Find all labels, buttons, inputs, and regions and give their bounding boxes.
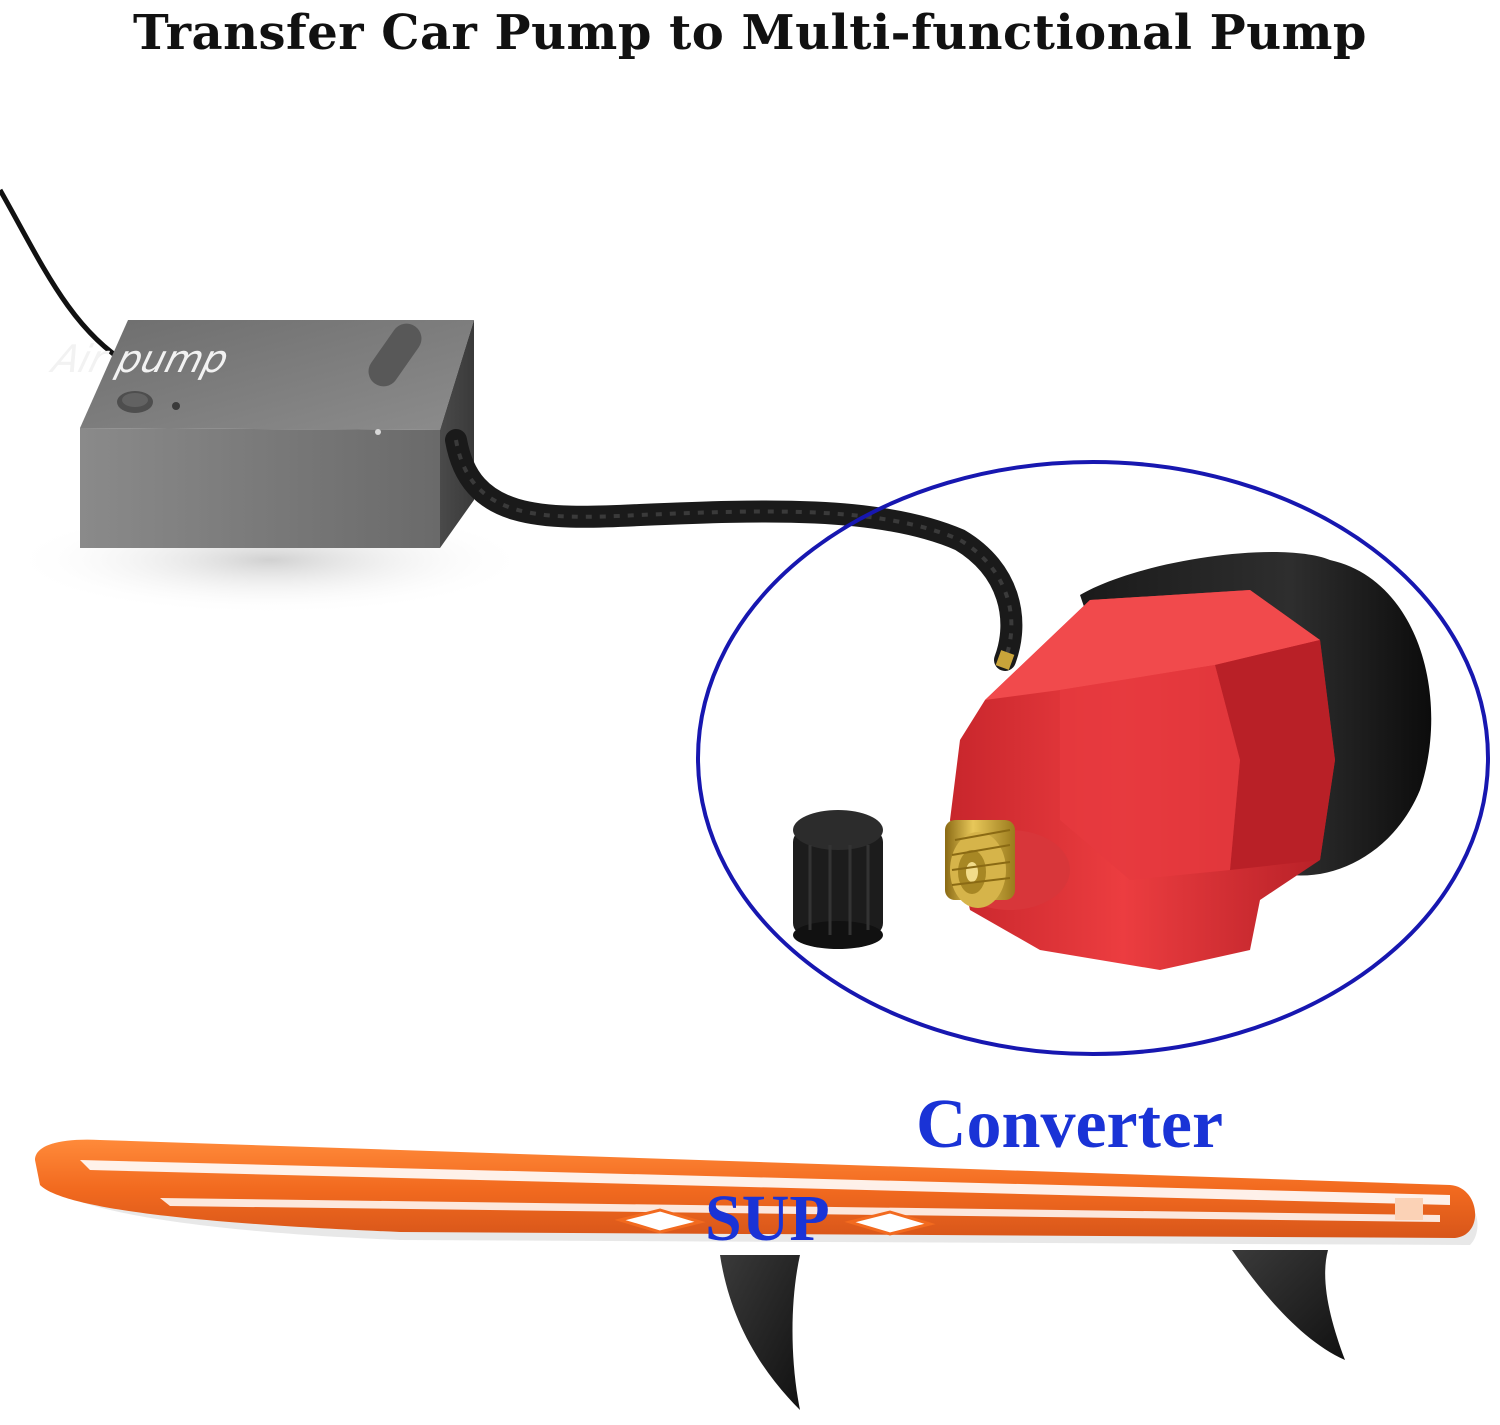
- air-hose: [445, 429, 1023, 671]
- converter-label: Converter: [916, 1086, 1224, 1163]
- page-title: Transfer Car Pump to Multi-functional Pu…: [133, 5, 1367, 61]
- board-logo-mark: [1395, 1198, 1423, 1220]
- valve-cap: [793, 810, 883, 949]
- power-cord: [0, 188, 132, 368]
- sup-board: [35, 1139, 1478, 1410]
- rear-fin: [1232, 1250, 1345, 1360]
- sup-label: SUP: [705, 1182, 830, 1255]
- hose-nozzle: [995, 650, 1015, 670]
- air-pump: Air pump: [45, 320, 474, 548]
- center-fin: [720, 1255, 800, 1410]
- pump-brand-text: Air pump: [45, 338, 233, 382]
- converter-adapter: [945, 552, 1432, 970]
- converter-highlight-ellipse: [696, 460, 1490, 1056]
